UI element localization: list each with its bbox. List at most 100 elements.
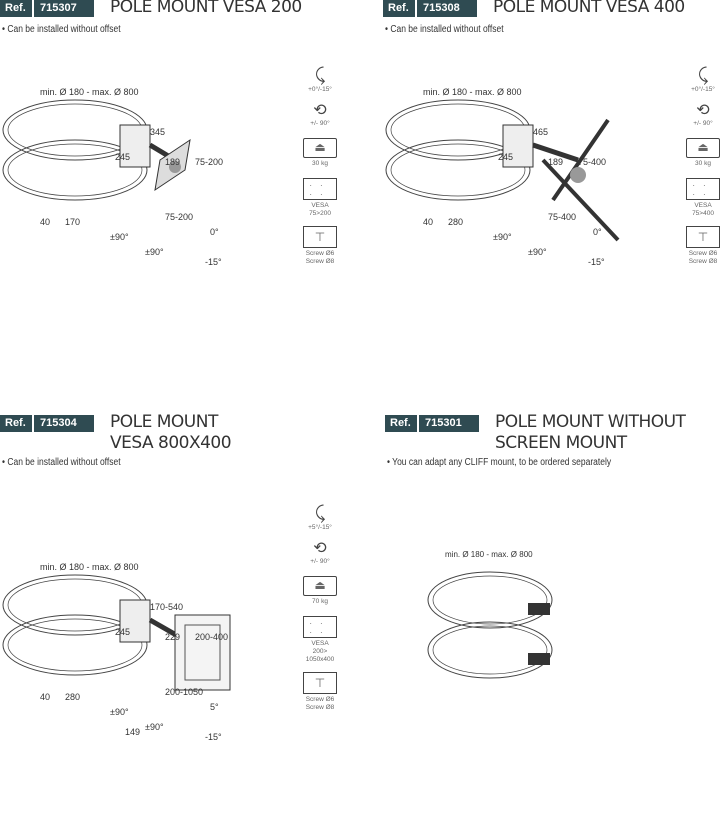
- dimension-label: ±90°: [493, 232, 512, 242]
- diameter-label: min. Ø 180 - max. Ø 800: [445, 550, 533, 559]
- screw-icon: ⊤: [686, 226, 720, 248]
- vesa-spec: 1050x400: [305, 656, 335, 663]
- ref-number: 715304: [32, 415, 94, 432]
- diameter-label: min. Ø 180 - max. Ø 800: [40, 562, 139, 572]
- ref-label: Ref.: [388, 2, 409, 14]
- dimension-label: 75-400: [578, 157, 606, 167]
- tilt-icon: ⤹: [697, 65, 709, 85]
- diameter-label: min. Ø 180 - max. Ø 800: [40, 87, 139, 97]
- dimension-label: 465: [533, 127, 548, 137]
- dimension-label: 189: [548, 157, 563, 167]
- ref-badge: Ref. 715308: [383, 0, 477, 17]
- dimension-label: ±90°: [110, 707, 129, 717]
- screw-spec: Screw Ø6: [305, 250, 335, 257]
- screw-spec: Screw Ø8: [305, 704, 335, 711]
- vesa-spec: 75>200: [309, 210, 331, 217]
- vesa-spec: VESA: [694, 202, 712, 209]
- vesa-spec: VESA: [311, 640, 329, 647]
- product-title: POLE MOUNT VESA 200: [110, 0, 302, 18]
- product-title: POLE MOUNT VESA 400: [493, 0, 685, 18]
- dimension-label: ±90°: [145, 247, 164, 257]
- dimension-label: 170-540: [150, 602, 183, 612]
- max-load: 30 kg: [695, 160, 711, 167]
- vesa-spec: 200>: [312, 648, 328, 655]
- max-load: 70 kg: [312, 598, 328, 605]
- dimension-label: 200-400: [195, 632, 228, 642]
- load-weight-icon: ⏏: [303, 138, 337, 158]
- swivel-icon: ⟲: [313, 102, 327, 119]
- product-note: • You can adapt any CLIFF mount, to be o…: [387, 457, 612, 468]
- product-note: • Can be installed without offset: [385, 24, 504, 35]
- dimension-label: 75-200: [165, 212, 193, 222]
- vesa-pattern-icon: ····: [303, 178, 337, 200]
- ref-badge: Ref. 715304: [0, 415, 94, 432]
- swivel-icon: ⟲: [696, 102, 710, 119]
- dimension-label: 200-1050: [165, 687, 203, 697]
- tilt-range: +5°/-15°: [308, 524, 332, 531]
- dimension-label: 149: [125, 727, 140, 737]
- screw-icon: ⊤: [303, 672, 337, 694]
- ref-number: 715308: [415, 0, 477, 17]
- screw-spec: Screw Ø8: [305, 258, 335, 265]
- ref-label: Ref.: [390, 417, 411, 429]
- dimension-label: 345: [150, 127, 165, 137]
- tilt-range: +0°/-15°: [691, 86, 715, 93]
- product-715307: Ref. 715307 POLE MOUNT VESA 200 • Can be …: [0, 0, 360, 355]
- mount-diagram: 345 245 189 40 170 75-200 75-200 ±90° ±90° 0° -15°…: [2, 87, 223, 267]
- diameter-label: min. Ø 180 - max. Ø 800: [423, 87, 522, 97]
- load-weight-icon: ⏏: [686, 138, 720, 158]
- product-header: Ref. 715308 POLE MOUNT VESA 400: [383, 0, 685, 18]
- product-header: Ref. 715307 POLE MOUNT VESA 200: [0, 0, 302, 18]
- product-715308: Ref. 715308 POLE MOUNT VESA 400 • Can be …: [383, 0, 720, 355]
- vesa-pattern-icon: ····: [303, 616, 337, 638]
- dimension-label: 245: [115, 627, 130, 637]
- tilt-icon: ⤹: [314, 503, 326, 523]
- dimension-label: 280: [65, 692, 80, 702]
- dimension-label: 0°: [210, 227, 219, 237]
- product-note: • Can be installed without offset: [2, 24, 121, 35]
- dimension-label: -15°: [205, 257, 222, 267]
- dimension-label: 40: [40, 217, 50, 227]
- dimension-label: -15°: [588, 257, 605, 267]
- swivel-range: +/- 90°: [693, 120, 713, 127]
- screw-spec: Screw Ø8: [688, 258, 718, 265]
- dimension-label: ±90°: [110, 232, 129, 242]
- dimension-label: 75-400: [548, 212, 576, 222]
- ref-number: 715301: [417, 415, 479, 432]
- load-weight-icon: ⏏: [303, 576, 337, 596]
- screw-icon: ⊤: [303, 226, 337, 248]
- dimension-label: 245: [498, 152, 513, 162]
- vesa-pattern-icon: ····: [686, 178, 720, 200]
- dimension-label: 40: [40, 692, 50, 702]
- title-line: POLE MOUNT VESA 400: [493, 0, 685, 17]
- title-line: POLE MOUNT: [110, 412, 218, 432]
- mount-diagram: min. Ø 180 - max. Ø 800: [427, 550, 553, 679]
- dimension-label: -15°: [205, 732, 222, 742]
- max-load: 30 kg: [312, 160, 328, 167]
- dimension-label: 170: [65, 217, 80, 227]
- dimension-label: 189: [165, 157, 180, 167]
- ref-label: Ref.: [5, 417, 26, 429]
- vesa-spec: VESA: [311, 202, 329, 209]
- dimension-label: ±90°: [145, 722, 164, 732]
- dimension-label: 75-200: [195, 157, 223, 167]
- tilt-icon: ⤹: [314, 65, 326, 85]
- dimension-label: 245: [115, 152, 130, 162]
- ref-label: Ref.: [5, 2, 26, 14]
- product-note: • Can be installed without offset: [2, 457, 121, 468]
- ref-number: 715307: [32, 0, 94, 17]
- screw-spec: Screw Ø6: [688, 250, 718, 257]
- screw-spec: Screw Ø6: [305, 696, 335, 703]
- swivel-icon: ⟲: [313, 540, 327, 557]
- dimension-label: 0°: [593, 227, 602, 237]
- dimension-label: 280: [448, 217, 463, 227]
- vesa-spec: 75>400: [692, 210, 714, 217]
